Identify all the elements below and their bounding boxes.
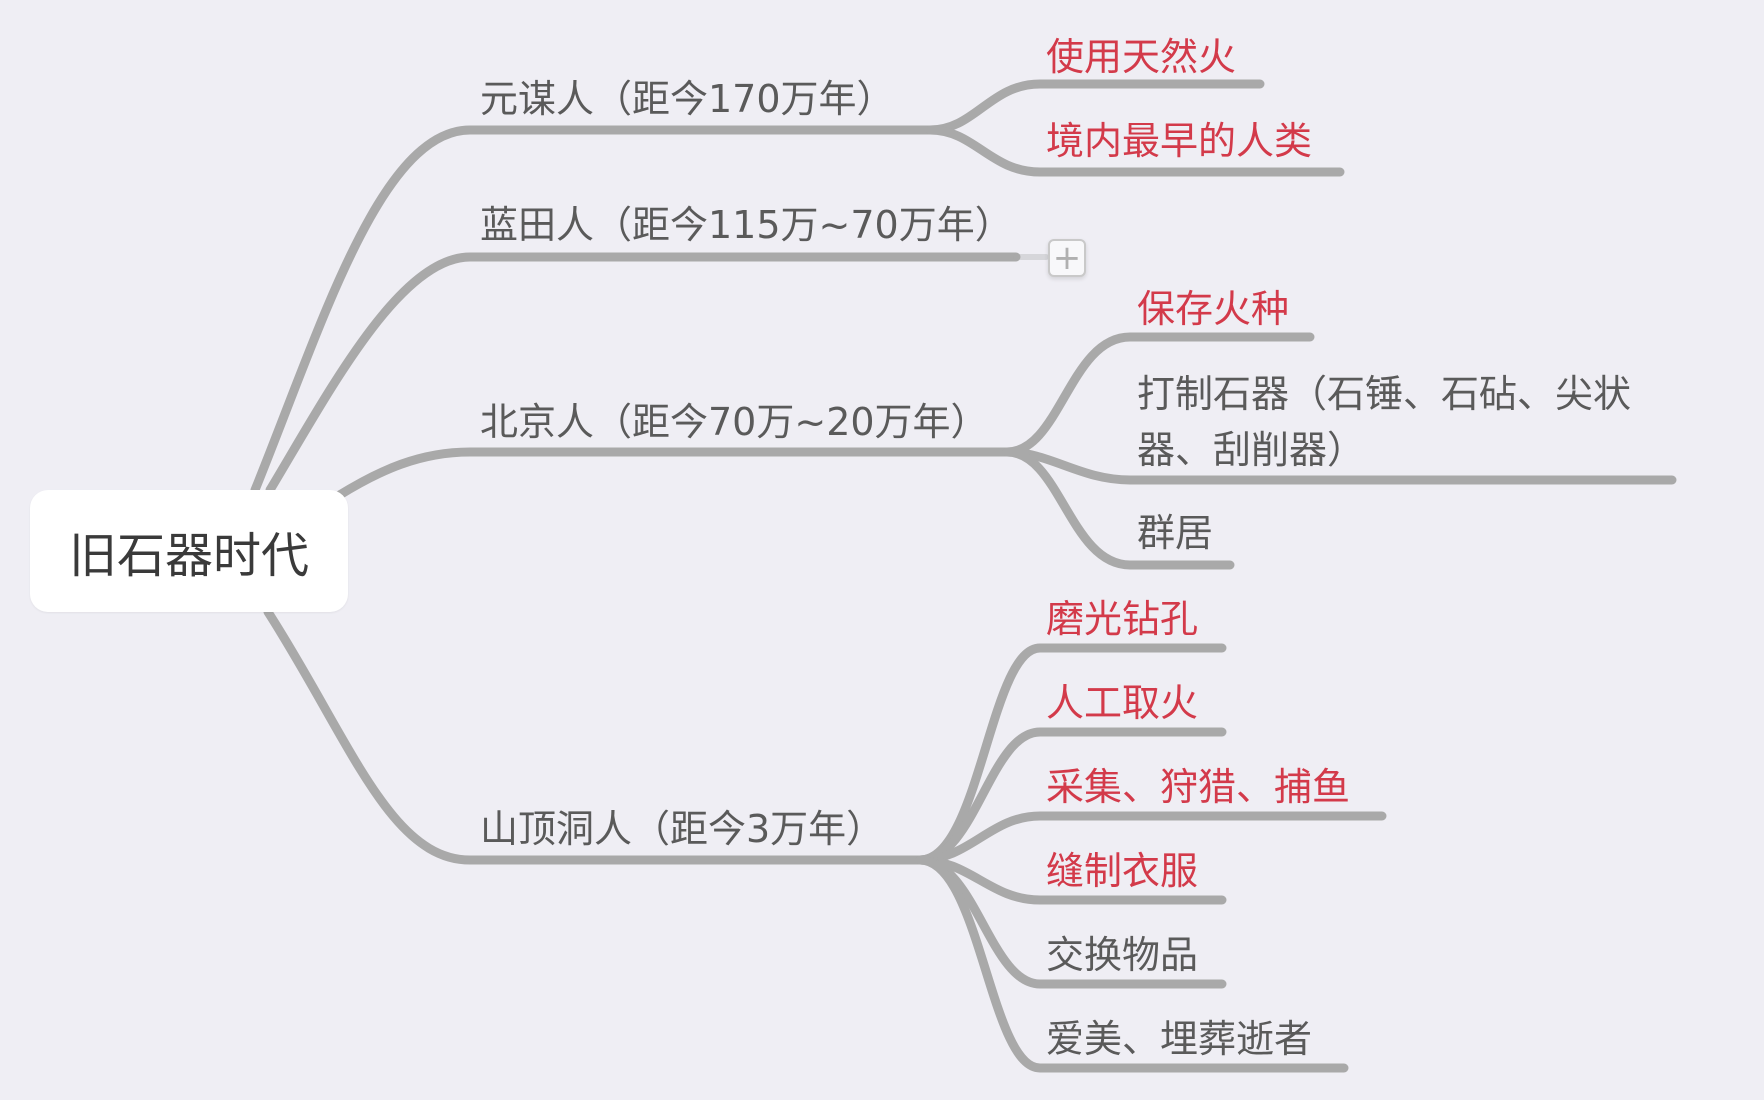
leaf-node-preserve-fire[interactable]: 保存火种 <box>1137 287 1290 331</box>
edge-root-lantian <box>265 252 1021 495</box>
edge-beijing-fire <box>1002 332 1315 457</box>
branch-node-yuanmou[interactable]: 元谋人（距今170万年） <box>480 77 895 121</box>
expand-collapse-toggle[interactable]: + <box>1048 239 1086 277</box>
leaf-node-earliest-human[interactable]: 境内最早的人类 <box>1046 119 1313 163</box>
edge-sdd-beauty <box>915 855 1349 1073</box>
leaf-node-exchange-goods[interactable]: 交换物品 <box>1046 933 1199 977</box>
branch-node-beijing[interactable]: 北京人（距今70万~20万年） <box>480 400 989 444</box>
root-node[interactable]: 旧石器时代 <box>30 490 348 612</box>
root-node-label: 旧石器时代 <box>68 528 309 584</box>
edge-root-shandingdong <box>263 607 925 865</box>
edge-yuanmou-earliest <box>925 125 1345 177</box>
branch-node-lantian[interactable]: 蓝田人（距今115万~70万年） <box>480 203 1013 247</box>
plus-icon: + <box>1052 238 1082 278</box>
edge-root-beijing <box>333 447 1012 501</box>
leaf-node-man-made-fire[interactable]: 人工取火 <box>1046 681 1199 725</box>
leaf-node-sew-clothes[interactable]: 缝制衣服 <box>1046 849 1199 893</box>
edge-root-yuanmou <box>250 125 935 495</box>
leaf-node-use-natural-fire[interactable]: 使用天然火 <box>1046 35 1237 79</box>
edge-beijing-group <box>1002 447 1235 570</box>
leaf-node-group-living[interactable]: 群居 <box>1137 511 1214 555</box>
leaf-node-polish-drill[interactable]: 磨光钻孔 <box>1046 597 1199 641</box>
leaf-node-stone-tools[interactable]: 打制石器（石锤、石砧、尖状器、刮削器） <box>1137 372 1632 472</box>
leaf-node-love-beauty-burial[interactable]: 爱美、埋葬逝者 <box>1046 1017 1313 1061</box>
branch-node-shandingdong[interactable]: 山顶洞人（距今3万年） <box>480 807 885 851</box>
leaf-node-gather-hunt-fish[interactable]: 采集、狩猎、捕鱼 <box>1046 765 1351 809</box>
